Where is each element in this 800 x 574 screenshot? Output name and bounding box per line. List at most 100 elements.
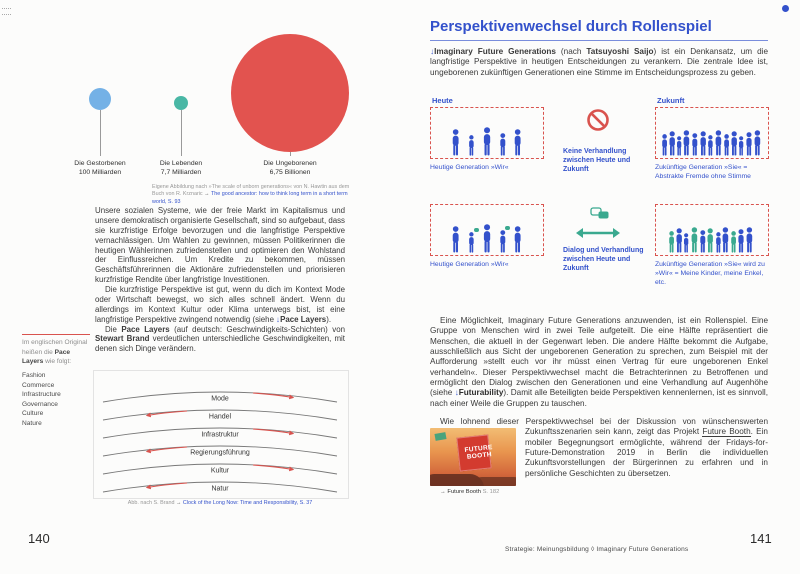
caption-text: Abb. nach S. Brand — [127, 500, 176, 506]
person-icon — [514, 226, 521, 253]
margin-list-item: Infrastructure — [22, 391, 61, 399]
person — [450, 129, 461, 156]
future-booth-link[interactable]: Future Booth — [702, 427, 751, 438]
paragraph-text: ). — [326, 314, 332, 324]
today-generation-box-2 — [430, 204, 544, 256]
speech-bubble-icon — [505, 226, 511, 230]
margin-list-item: Nature — [22, 419, 42, 427]
person-icon — [499, 230, 505, 253]
svg-text:Kultur: Kultur — [211, 468, 230, 475]
person-icon — [669, 131, 675, 156]
margin-list-item: Fashion — [22, 372, 46, 380]
paragraph: Die Pace Layers (auf deutsch: Geschwindi… — [95, 325, 345, 355]
photo-caption: → Future Booth S. 182 — [430, 489, 516, 496]
flag-shape — [434, 432, 447, 442]
person-icon — [468, 135, 474, 156]
person — [467, 228, 479, 253]
paragraph-text: (nach — [555, 47, 587, 56]
person-icon — [483, 224, 490, 253]
person — [675, 136, 683, 156]
today-generation-box-1 — [430, 107, 544, 159]
margin-note-text: Im englischen Original heißen die Pace L… — [22, 338, 88, 367]
people-today-1 — [431, 108, 543, 158]
person — [689, 227, 700, 253]
exchange-arrow-icon — [576, 228, 620, 238]
paragraph: Die kurzfristige Perspektive ist gut, we… — [95, 285, 345, 325]
paragraph-text: (auf deutsch: Geschwindigkeits-Schichten… — [169, 324, 345, 334]
pace-layers-term: Pace Layers — [121, 324, 170, 334]
margin-note-rule — [22, 334, 90, 336]
future-generation-box-2 — [655, 204, 769, 256]
paragraph-text: Die — [105, 324, 122, 334]
intro-paragraph: ↓Imaginary Future Generations (nach Tats… — [430, 47, 768, 78]
svg-text:Natur: Natur — [211, 486, 229, 493]
margin-list-item: Commerce — [22, 381, 55, 389]
author-name: Stewart Brand — [95, 334, 150, 344]
population-circle — [89, 88, 111, 110]
person-icon — [731, 131, 737, 156]
book-reference-link[interactable]: Clock of the Long Now: Time and Responsi… — [182, 500, 313, 506]
reference-arrow-icon: → — [204, 191, 210, 198]
person — [744, 227, 755, 253]
today-generation-caption-1: Heutige Generation »Wir« — [430, 164, 509, 171]
person-icon — [677, 136, 682, 156]
person-icon — [699, 230, 705, 253]
imaginary-future-generations-term: Imaginary Future Generations — [434, 47, 556, 56]
future-booth-paragraph: Wie lohnend dieser Perspektivwechsel bei… — [430, 417, 768, 499]
person — [450, 226, 461, 253]
person-icon — [715, 232, 721, 253]
pace-diagram-frame — [93, 370, 349, 499]
margin-list-item: Governance — [22, 400, 58, 408]
person-icon — [715, 130, 722, 156]
paragraph-text: Unsere sozialen Systeme, wie der freie M… — [95, 206, 346, 285]
person — [720, 227, 731, 253]
person-icon — [669, 231, 674, 253]
today-label: Heute — [432, 96, 453, 105]
main-paragraph: Eine Möglichkeit, Imaginary Future Gener… — [430, 316, 768, 409]
circle-stem — [290, 152, 291, 156]
person-icon — [692, 133, 698, 156]
person-icon — [468, 232, 474, 253]
person — [722, 134, 731, 156]
future-label: Zukunft — [657, 96, 685, 105]
person — [752, 130, 763, 156]
person — [467, 135, 476, 156]
left-body-text: Unsere sozialen Systeme, wie der freie M… — [95, 206, 345, 354]
person-icon — [683, 130, 690, 156]
futurability-term: Futurability — [458, 388, 504, 398]
pace-layers-term: Pace Layers — [22, 348, 71, 366]
pace-diagram-svg: ModeHandelInfrastrukturRegierungsführung… — [102, 391, 338, 493]
circle-stem — [181, 110, 182, 156]
person — [512, 226, 523, 253]
person-icon — [700, 131, 706, 156]
person-icon — [754, 130, 760, 156]
paragraph-text: Wie lohnend dieser Perspektivwechsel bei… — [440, 417, 768, 437]
future-generation-caption-1: Zukünftige Generation »Sie« = Abstrakte … — [655, 164, 751, 180]
person-icon — [661, 134, 667, 156]
scale-figure-caption: Eigene Abbildung nach »The scale of unbo… — [152, 184, 352, 206]
corner-crop-mark — [2, 8, 11, 9]
book-reference-link[interactable]: The good ancestor: how to think long ter… — [152, 191, 348, 205]
person — [498, 226, 511, 253]
person-icon — [707, 228, 714, 253]
future-generation-box-1 — [655, 107, 769, 159]
future-generation-caption-2: Zukünftige Generation »Sie« wird zu »Wir… — [655, 261, 765, 286]
svg-text:Mode: Mode — [211, 396, 229, 403]
person — [667, 131, 677, 156]
photo-caption-page: S. 182 — [482, 489, 500, 496]
circle-stem — [100, 110, 101, 156]
person-icon — [739, 136, 744, 156]
person-icon — [746, 132, 752, 156]
person — [737, 136, 745, 156]
paragraph: Unsere sozialen Systeme, wie der freie M… — [95, 206, 345, 285]
person — [736, 229, 746, 253]
person — [682, 233, 690, 253]
person — [729, 131, 739, 156]
paragraph-text: . — [750, 427, 757, 437]
population-circle — [174, 96, 188, 110]
page-title: Perspektivenwechsel durch Rollenspiel — [430, 18, 712, 35]
speech-bubble-icon — [473, 228, 479, 232]
